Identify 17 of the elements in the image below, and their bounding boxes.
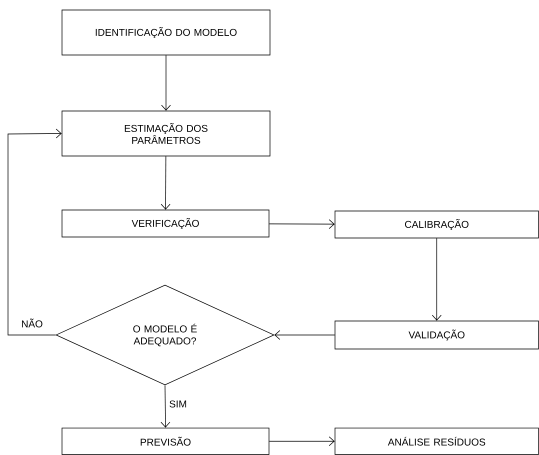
process-box: IDENTIFICAÇÃO DO MODELO xyxy=(62,10,270,56)
arrow xyxy=(8,128,62,336)
arrow xyxy=(160,156,170,210)
process-box: ANÁLISE RESÍDUOS xyxy=(334,428,539,455)
process-box: ESTIMAÇÃO DOS PARÂMETROS xyxy=(62,110,270,156)
arrow xyxy=(161,55,171,111)
arrow xyxy=(274,330,335,340)
arrow xyxy=(269,436,335,446)
edge-label: SIM xyxy=(168,399,188,409)
process-box: VERIFICAÇÃO xyxy=(62,210,270,238)
process-box: CALIBRAÇÃO xyxy=(334,210,539,238)
arrow xyxy=(269,219,335,229)
process-box: VALIDAÇÃO xyxy=(334,320,539,350)
arrow xyxy=(432,238,442,321)
arrow xyxy=(160,384,170,428)
process-box: PREVISÃO xyxy=(62,428,270,455)
edge-label: NÃO xyxy=(20,318,44,328)
